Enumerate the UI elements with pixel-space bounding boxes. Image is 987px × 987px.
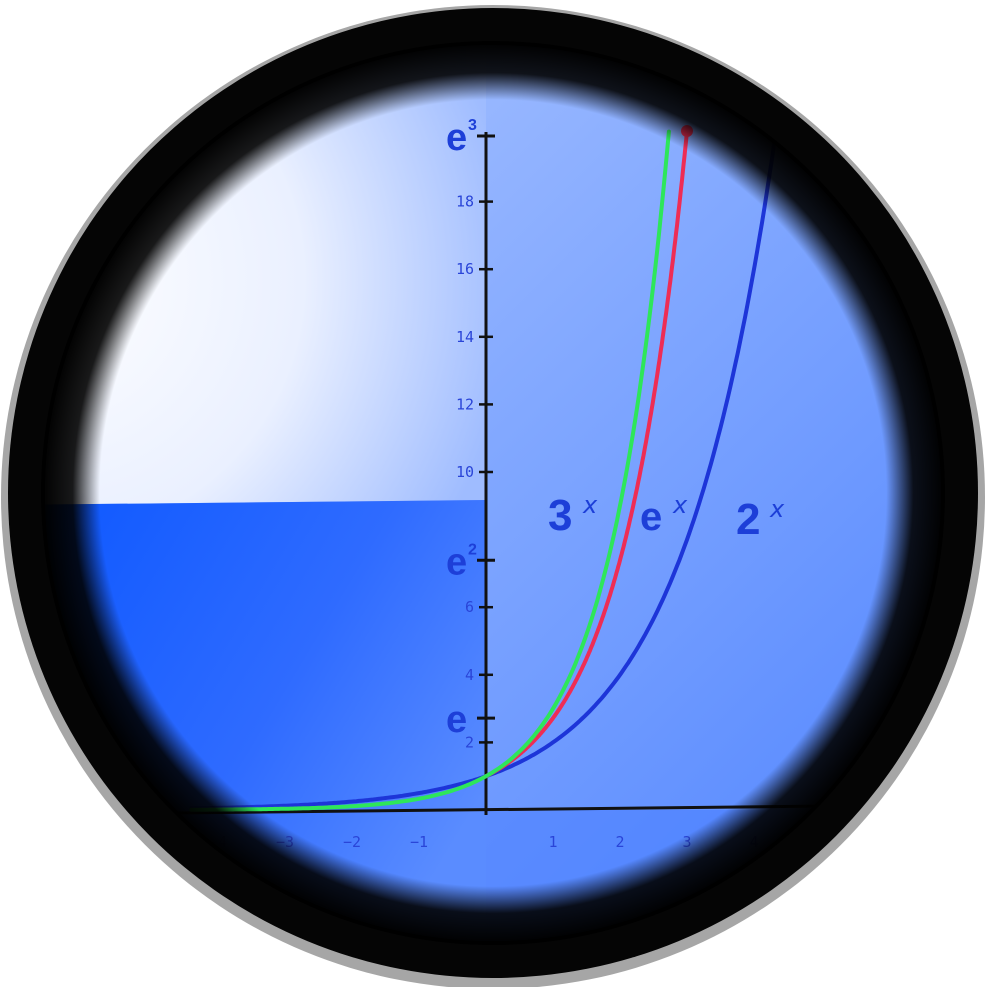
lens-vignette: [41, 41, 945, 945]
